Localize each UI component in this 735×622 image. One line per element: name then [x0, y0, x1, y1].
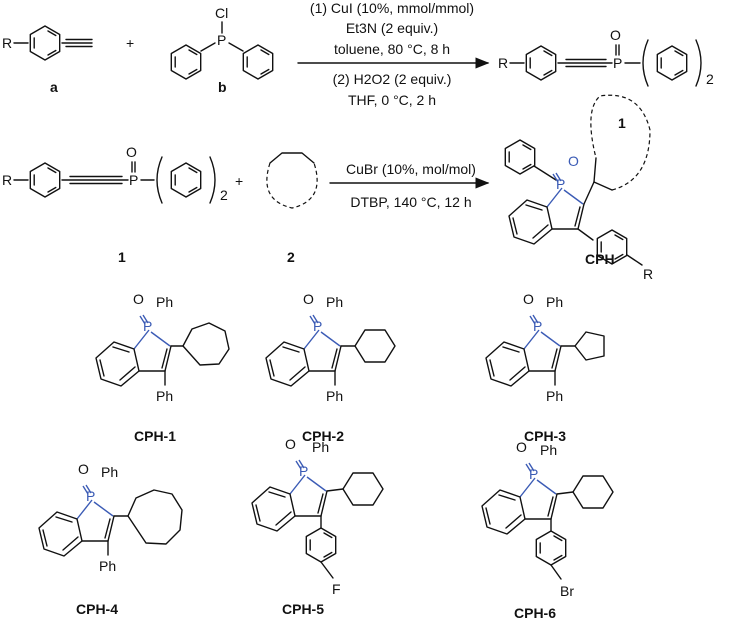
- compound-cph-1: P O Ph Ph CPH-1: [95, 291, 230, 444]
- svg-text:Ph: Ph: [546, 388, 563, 404]
- label-cph: CPH: [585, 251, 615, 267]
- compound-cph-2: P O Ph Ph CPH-2: [265, 291, 396, 444]
- label-1: 1: [618, 115, 626, 131]
- svg-text:Ph: Ph: [101, 464, 118, 480]
- svg-text:O: O: [568, 153, 579, 169]
- svg-text:O: O: [133, 291, 144, 307]
- condition-5: THF, 0 °C, 2 h: [348, 92, 436, 108]
- reaction-1-arrow: (1) CuI (10%, mmol/mmol) Et3N (2 equiv.)…: [297, 0, 490, 108]
- svg-text:P: P: [533, 318, 542, 334]
- compound-cph-5: P O Ph F CPH-5: [251, 436, 384, 617]
- svg-text:O: O: [516, 439, 527, 455]
- svg-text:P: P: [129, 172, 138, 188]
- svg-text:Ph: Ph: [99, 558, 116, 574]
- phosphorus-label: P: [217, 32, 226, 48]
- svg-text:R: R: [643, 266, 653, 282]
- condition-4: (2) H2O2 (2 equiv.): [333, 71, 452, 87]
- svg-text:CPH-5: CPH-5: [282, 601, 324, 617]
- svg-text:Ph: Ph: [156, 388, 173, 404]
- svg-text:P: P: [556, 176, 565, 192]
- condition-1: (1) CuI (10%, mmol/mmol): [310, 0, 474, 16]
- plus-sign-1: +: [126, 35, 134, 51]
- svg-text:2: 2: [220, 187, 228, 203]
- reactant-b: Cl P b: [170, 5, 274, 95]
- label-b: b: [218, 79, 227, 95]
- reactant-a: R a: [2, 25, 93, 95]
- svg-text:F: F: [332, 581, 341, 597]
- svg-text:2: 2: [706, 71, 714, 87]
- svg-text:CPH-1: CPH-1: [134, 428, 176, 444]
- compound-cph-6: P O Ph Br CPH-6: [481, 439, 614, 621]
- svg-text:O: O: [285, 436, 296, 452]
- plus-sign-2: +: [235, 173, 243, 189]
- svg-text:P: P: [86, 488, 95, 504]
- svg-text:Ph: Ph: [156, 294, 173, 310]
- svg-text:1: 1: [118, 249, 126, 265]
- svg-text:R: R: [2, 172, 12, 188]
- svg-text:Ph: Ph: [326, 294, 343, 310]
- svg-text:Br: Br: [560, 583, 574, 599]
- svg-text:O: O: [523, 291, 534, 307]
- svg-text:CPH-3: CPH-3: [524, 428, 566, 444]
- reaction-2-arrow: CuBr (10%, mol/mol) DTBP, 140 °C, 12 h: [329, 161, 490, 210]
- reactant-2-cycloalkane: 2: [266, 152, 318, 265]
- svg-text:2: 2: [287, 249, 295, 265]
- svg-text:R: R: [498, 55, 508, 71]
- condition-2: Et3N (2 equiv.): [346, 20, 438, 36]
- compound-cph-4: P O Ph Ph CPH-4: [38, 461, 183, 617]
- condition-3: toluene, 80 °C, 8 h: [334, 41, 450, 57]
- svg-text:O: O: [303, 291, 314, 307]
- svg-text:P: P: [143, 318, 152, 334]
- chlorine-label: Cl: [215, 5, 228, 21]
- product-1: R P O 2 1: [498, 27, 714, 131]
- svg-text:Ph: Ph: [312, 439, 329, 455]
- svg-text:O: O: [126, 144, 137, 160]
- svg-text:O: O: [610, 27, 621, 43]
- reactant-1: R P O 2 1: [2, 144, 228, 265]
- r-group-label: R: [2, 35, 12, 51]
- compound-cph-3: P O Ph Ph CPH-3: [485, 291, 605, 444]
- svg-text:DTBP, 140 °C, 12 h: DTBP, 140 °C, 12 h: [350, 194, 471, 210]
- svg-text:CuBr (10%, mol/mol): CuBr (10%, mol/mol): [346, 161, 476, 177]
- svg-text:Ph: Ph: [540, 442, 557, 458]
- svg-text:CPH-6: CPH-6: [514, 605, 556, 621]
- svg-text:CPH-2: CPH-2: [302, 428, 344, 444]
- svg-text:Ph: Ph: [326, 388, 343, 404]
- svg-text:CPH-4: CPH-4: [76, 601, 118, 617]
- svg-text:O: O: [78, 461, 89, 477]
- label-a: a: [50, 79, 58, 95]
- svg-text:Ph: Ph: [546, 294, 563, 310]
- svg-text:P: P: [313, 318, 322, 334]
- product-cph: P O R CPH: [504, 94, 653, 282]
- svg-text:P: P: [613, 55, 622, 71]
- svg-text:P: P: [529, 466, 538, 482]
- svg-text:P: P: [299, 463, 308, 479]
